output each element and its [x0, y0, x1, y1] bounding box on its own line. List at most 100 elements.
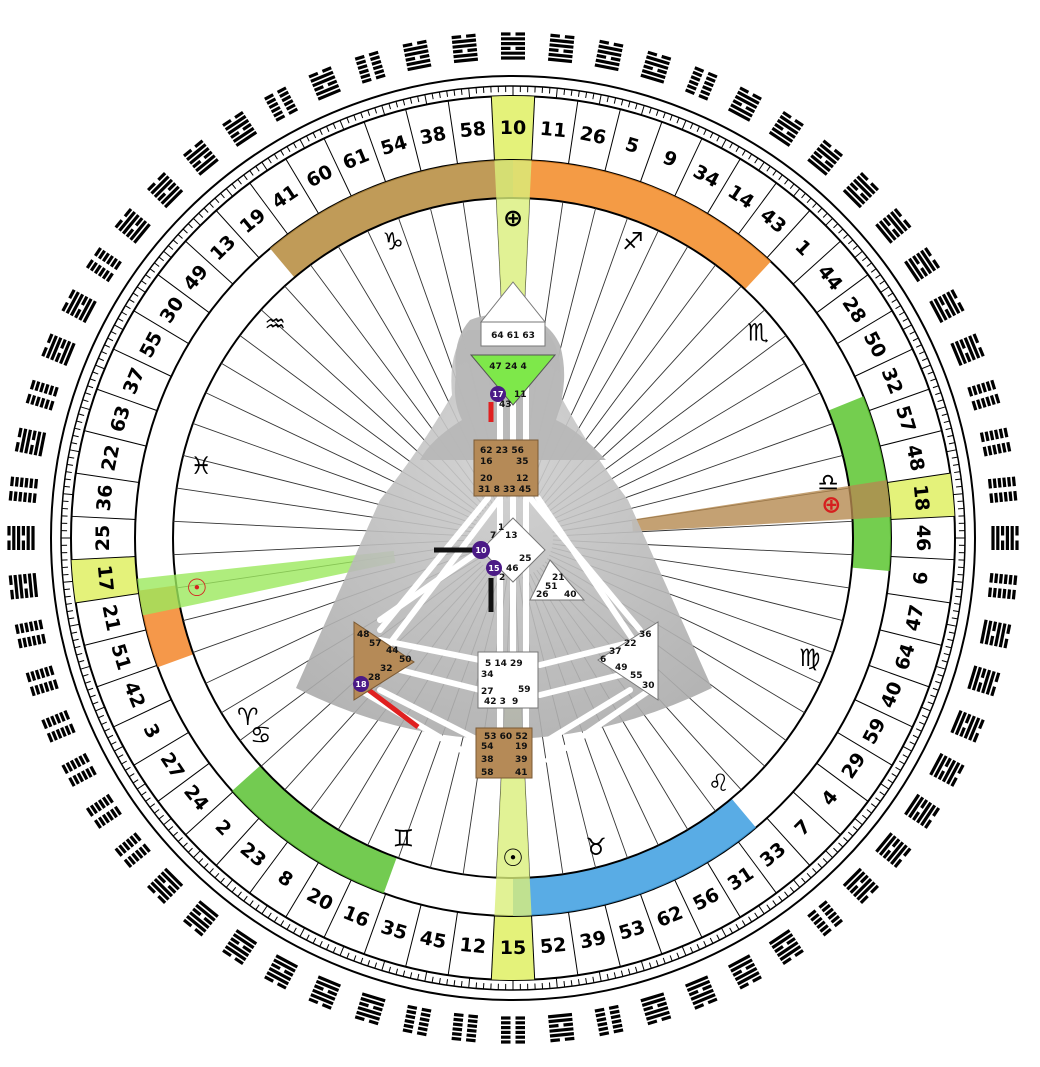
gate-divider: [567, 911, 579, 976]
tick-mark: [125, 766, 131, 771]
tick-mark: [367, 960, 371, 967]
tick-mark: [132, 779, 139, 784]
tick-mark: [585, 977, 588, 985]
tick-mark: [388, 103, 392, 110]
tick-mark: [947, 638, 954, 642]
hexagram-icon: [41, 333, 76, 367]
tick-mark: [72, 434, 79, 438]
tick-mark: [84, 392, 91, 396]
tick-mark: [793, 188, 801, 197]
tick-mark: [66, 463, 74, 466]
tick-mark: [267, 157, 272, 164]
tick-mark: [128, 298, 135, 303]
tick-mark: [424, 94, 428, 105]
tick-mark: [125, 305, 131, 310]
tick-mark: [784, 891, 789, 897]
tick-mark: [89, 694, 96, 698]
hexagram-icon: [904, 793, 941, 829]
sp-gate-55: 55: [630, 671, 643, 681]
aries-glyph: ♈: [237, 703, 259, 731]
tick-mark: [417, 973, 420, 980]
tick-mark: [72, 638, 79, 642]
scorpio-glyph: ♏: [747, 318, 769, 346]
sacral-center: [477, 651, 539, 709]
hexagram-icon: [451, 33, 479, 64]
tick-mark: [748, 916, 753, 923]
tick-mark: [778, 895, 783, 902]
hexagram-icon: [929, 289, 965, 324]
hexagram-icon: [842, 867, 879, 904]
hexagram-icon: [842, 172, 879, 209]
tick-mark: [592, 976, 595, 983]
tick-mark: [895, 766, 901, 771]
tick-mark: [956, 588, 963, 591]
tick-mark: [741, 150, 746, 156]
gate-number-label: 17: [93, 564, 117, 592]
marker-15: [486, 560, 502, 576]
tick-mark: [902, 754, 909, 759]
gate-divider: [133, 310, 190, 345]
planet-sun-bottom: ☉: [502, 844, 524, 872]
tick-mark: [620, 99, 624, 106]
tick-mark: [84, 680, 91, 684]
spleen-gate-44: 44: [386, 646, 399, 656]
gate-divider: [113, 348, 172, 377]
tick-mark: [243, 895, 248, 902]
tick-mark: [735, 923, 740, 930]
hexagram-icon: [147, 867, 184, 904]
tick-mark: [82, 399, 89, 403]
virgo-glyph: ♍: [799, 644, 821, 672]
tick-mark: [203, 863, 209, 869]
tick-mark: [76, 420, 83, 424]
tick-mark: [306, 135, 310, 142]
tick-mark: [822, 212, 828, 218]
hexagram-icon: [727, 954, 762, 990]
tick-mark: [214, 872, 220, 879]
gate-divider: [766, 817, 811, 866]
tick-mark: [243, 174, 248, 181]
tick-mark: [177, 234, 183, 239]
tick-mark: [838, 228, 844, 234]
gate-divider: [639, 121, 663, 183]
gate-divider: [363, 121, 387, 183]
tick-mark: [955, 478, 962, 481]
tick-mark: [360, 957, 364, 964]
tick-mark: [63, 493, 74, 496]
gate-divider: [886, 592, 951, 604]
tick-mark: [65, 602, 72, 605]
tick-mark: [909, 331, 916, 335]
tick-mark: [681, 946, 687, 956]
tick-mark: [703, 940, 707, 947]
root-gate-38: 38: [481, 755, 494, 765]
tick-mark: [220, 193, 225, 199]
g-gate-25: 25: [519, 554, 532, 564]
tick-mark: [168, 245, 174, 250]
hexagram-icon: [402, 1004, 432, 1037]
hexagram-icon: [308, 975, 342, 1010]
tick-mark: [887, 292, 894, 297]
tick-mark: [852, 826, 858, 831]
tick-mark: [709, 937, 714, 944]
head-gates: 64 61 63: [491, 331, 535, 341]
tick-mark: [729, 927, 734, 934]
sp-gate-6: 6: [600, 655, 606, 665]
hexagram-icon: [875, 207, 912, 244]
tick-mark: [65, 471, 72, 474]
tick-mark: [69, 623, 80, 627]
tick-mark: [735, 146, 740, 153]
gate-divider: [96, 388, 158, 412]
tick-mark: [696, 126, 700, 132]
gate-divider: [737, 182, 777, 235]
tick-mark: [640, 105, 645, 116]
tick-mark: [655, 109, 659, 116]
tick-mark: [374, 962, 378, 969]
hexagram-icon: [967, 665, 1001, 697]
tick-mark: [817, 863, 823, 869]
spleen-gate-50: 50: [399, 655, 412, 665]
gate-highlight: [491, 95, 535, 161]
tick-mark: [95, 364, 105, 370]
tick-mark: [63, 580, 74, 583]
tick-mark: [374, 107, 378, 114]
tick-mark: [887, 779, 894, 784]
tick-mark: [339, 946, 345, 956]
